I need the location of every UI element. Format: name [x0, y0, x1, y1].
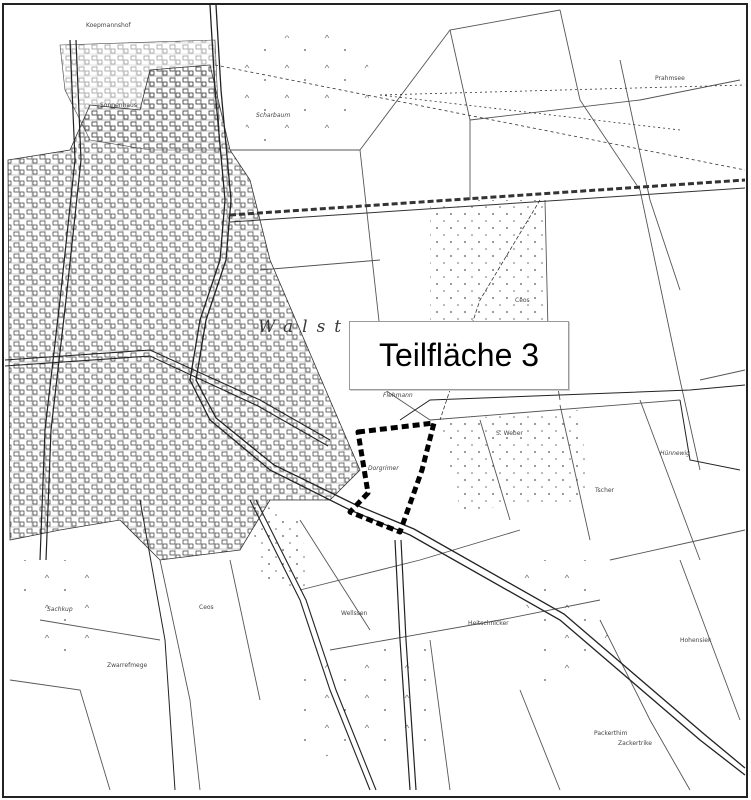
place-label-huennewig: Hünnewig	[660, 450, 690, 457]
north-village-area	[59, 39, 221, 151]
field-dots-1	[430, 200, 548, 330]
place-label-walste: Walste	[258, 317, 370, 337]
place-label-dorgrimer: Dorgrimer	[368, 465, 399, 472]
place-label-heitschnicker: Heitschnicker	[468, 620, 509, 627]
field-dots-5	[520, 560, 610, 700]
place-label-scharbaum: Scharbaum	[256, 112, 291, 119]
field-dots-6	[230, 30, 380, 150]
main-roads	[4, 4, 746, 791]
field-dots-3	[250, 500, 310, 590]
place-label-flehmann: Flehmann	[383, 392, 413, 399]
place-label-hohensiek: Hohensiek	[680, 637, 712, 644]
place-label-zwarrefmege: Zwarrefmege	[107, 662, 148, 669]
dashed-tracks	[214, 64, 746, 421]
teilflaeche-3-boundary	[347, 420, 437, 535]
place-label-koepmannshof: Koepmannshof	[86, 22, 131, 29]
field-dots-7	[20, 560, 100, 660]
place-label-prahmsee: Prahmsee	[655, 75, 685, 82]
place-label-sonnenhaus: Sonnenhaus	[100, 102, 137, 109]
place-label-packerthim: Packerthim	[594, 730, 628, 737]
place-label-tscher: Tscher	[595, 487, 615, 494]
place-label-zackertrike: Zackertrike	[618, 740, 652, 747]
place-label-wellssen: Wellssen	[341, 610, 368, 617]
place-label-ceos-south: Ceos	[199, 604, 214, 611]
teilflaeche-3-callout: Teilfläche 3	[349, 321, 569, 390]
place-label-ceos-north: Ceos	[515, 297, 530, 304]
field-dots-4	[290, 640, 440, 760]
place-label-sachkup: Sachkup	[47, 606, 73, 613]
place-label-s-weber: S. Weber	[496, 430, 523, 437]
field-dots-2	[440, 410, 590, 510]
